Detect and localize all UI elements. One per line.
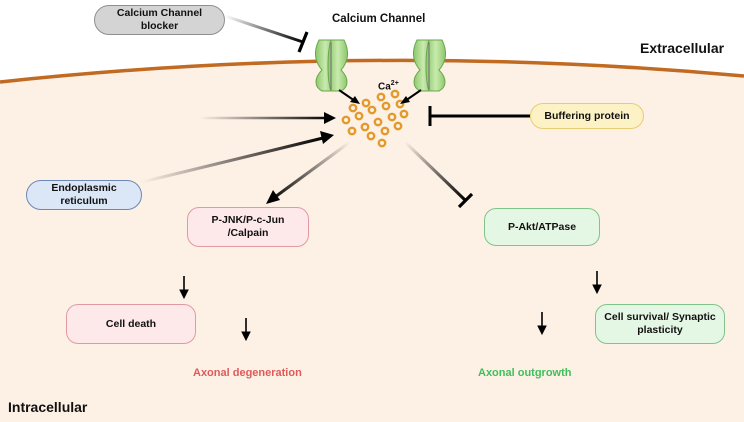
calcium-channel-left-icon <box>314 39 349 92</box>
akt-atpase-text: P-Akt/ATPase <box>507 220 577 233</box>
er-release-arrow <box>141 131 334 184</box>
arrow-to-axonal-degeneration <box>241 318 251 342</box>
arrow-to-axonal-outgrowth <box>537 312 547 336</box>
influx-arrow-horizontal <box>200 112 336 124</box>
inhibition-arrow-akt <box>403 140 474 209</box>
buffering-inhibition-arrow <box>428 106 530 126</box>
intracellular-label: Intracellular <box>8 399 88 415</box>
akt-atpase-node: P-Akt/ATPase <box>484 208 600 246</box>
channel-influx-arrow-left <box>338 89 360 104</box>
calcium-channel-right-icon <box>412 39 447 92</box>
cell-membrane <box>0 58 744 84</box>
calcium-ion-symbol: Ca <box>378 81 391 93</box>
cell-survival-node: Cell survival/ Synaptic plasticity <box>595 304 725 344</box>
buffering-protein-text: Buffering protein <box>544 109 630 122</box>
cell-death-node: Cell death <box>66 304 196 344</box>
axonal-degeneration-label: Axonal degeneration <box>193 367 302 379</box>
buffering-protein-node: Buffering protein <box>530 103 644 129</box>
jnk-pathway-node: P-JNK/P-c-Jun /Calpain <box>187 207 309 247</box>
cell-survival-text: Cell survival/ Synaptic plasticity <box>604 311 716 336</box>
axonal-outgrowth-label: Axonal outgrowth <box>478 367 572 379</box>
arrow-akt-to-cell-survival <box>592 271 602 295</box>
jnk-pathway-text: P-JNK/P-c-Jun /Calpain <box>211 214 285 239</box>
calcium-channel-blocker-text: Calcium Channel blocker <box>116 7 203 32</box>
calcium-ion-label: Ca2+ <box>378 80 399 92</box>
calcium-ion-charge: 2+ <box>390 80 399 87</box>
calcium-ion-cluster <box>341 89 409 148</box>
channel-influx-arrow-right <box>400 89 422 104</box>
endoplasmic-reticulum-text: Endoplasmic reticulum <box>51 182 117 207</box>
cell-death-text: Cell death <box>105 317 157 330</box>
endoplasmic-reticulum-node: Endoplasmic reticulum <box>26 180 142 210</box>
activation-arrow-jnk <box>266 140 351 204</box>
arrow-jnk-to-cell-death <box>179 276 189 300</box>
calcium-channel-blocker-node: Calcium Channel blocker <box>94 5 225 35</box>
extracellular-label: Extracellular <box>640 40 725 56</box>
calcium-channel-label: Calcium Channel <box>332 13 426 25</box>
blocker-inhibition-arrow <box>224 14 309 53</box>
